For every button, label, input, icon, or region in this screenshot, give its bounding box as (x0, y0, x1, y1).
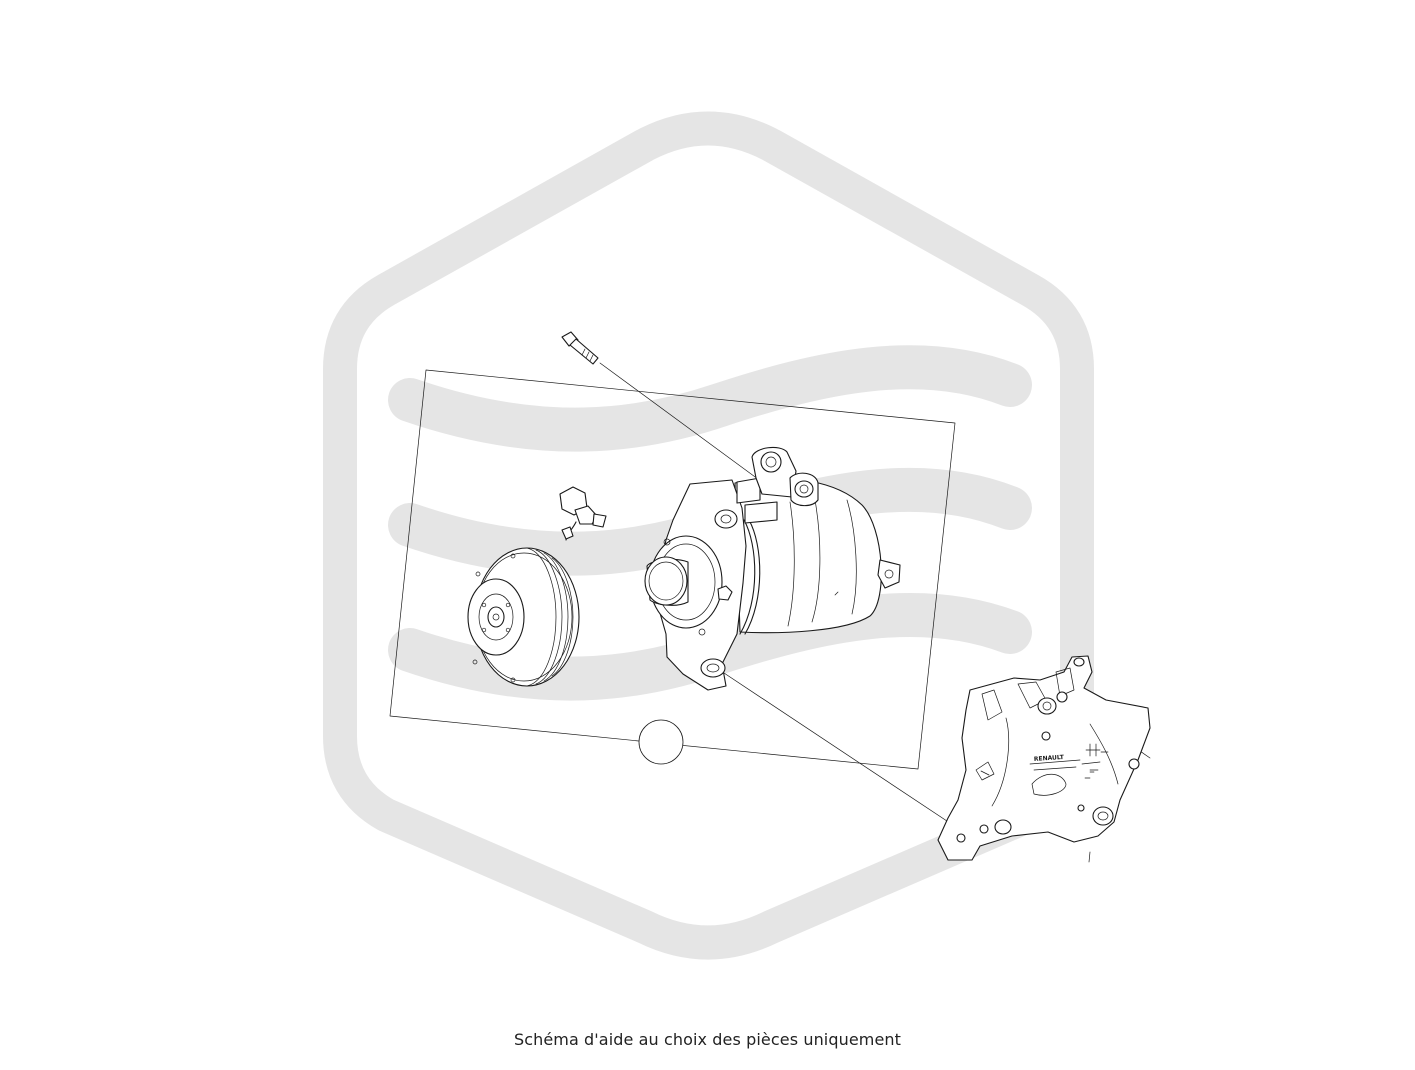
diagram-caption: Schéma d'aide au choix des pièces unique… (513, 1030, 902, 1049)
compressor-icon[interactable] (644, 446, 901, 691)
assembly-frame (389, 369, 956, 770)
bolt-icon[interactable] (561, 331, 599, 365)
pulley-icon[interactable] (467, 547, 580, 687)
brand-text: RENAULT (1034, 754, 1065, 763)
connector-icon[interactable] (559, 486, 607, 541)
callout-circle[interactable] (638, 719, 684, 765)
bracket-icon[interactable]: RENAULT (937, 655, 1151, 863)
